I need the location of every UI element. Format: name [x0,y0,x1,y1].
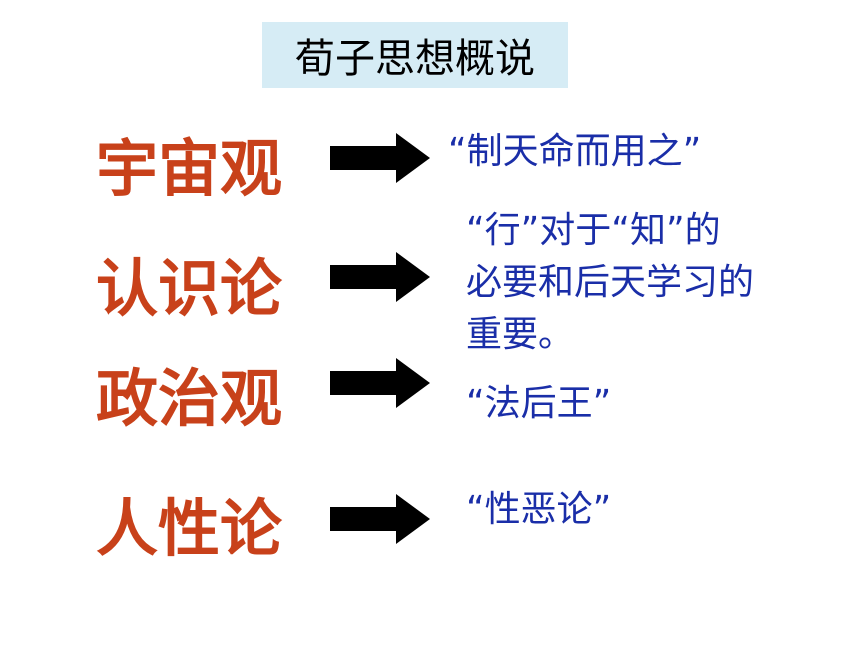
desc-human-nature: “性恶论” [466,489,612,530]
desc-line: “行”对于“知”的 [466,210,721,251]
topic-politics: 政治观 [96,362,283,435]
arrow-right-icon [330,358,430,408]
topic-epistemology: 认识论 [96,252,283,325]
topic-human-nature: 人性论 [96,492,283,565]
desc-epistemology: “行”对于“知”的 必要和后天学习的 重要。 [466,205,754,362]
arrow-right-icon [330,494,430,544]
desc-politics: “法后王” [466,383,612,424]
desc-cosmology: “制天命而用之” [448,131,702,172]
slide-title: 荀子思想概说 [262,22,568,88]
arrow-right-icon [330,133,430,183]
topic-cosmology: 宇宙观 [96,132,283,205]
desc-line: 重要。 [466,314,575,356]
arrow-right-icon [330,252,430,302]
desc-line: 必要和后天学习的 [466,262,755,304]
